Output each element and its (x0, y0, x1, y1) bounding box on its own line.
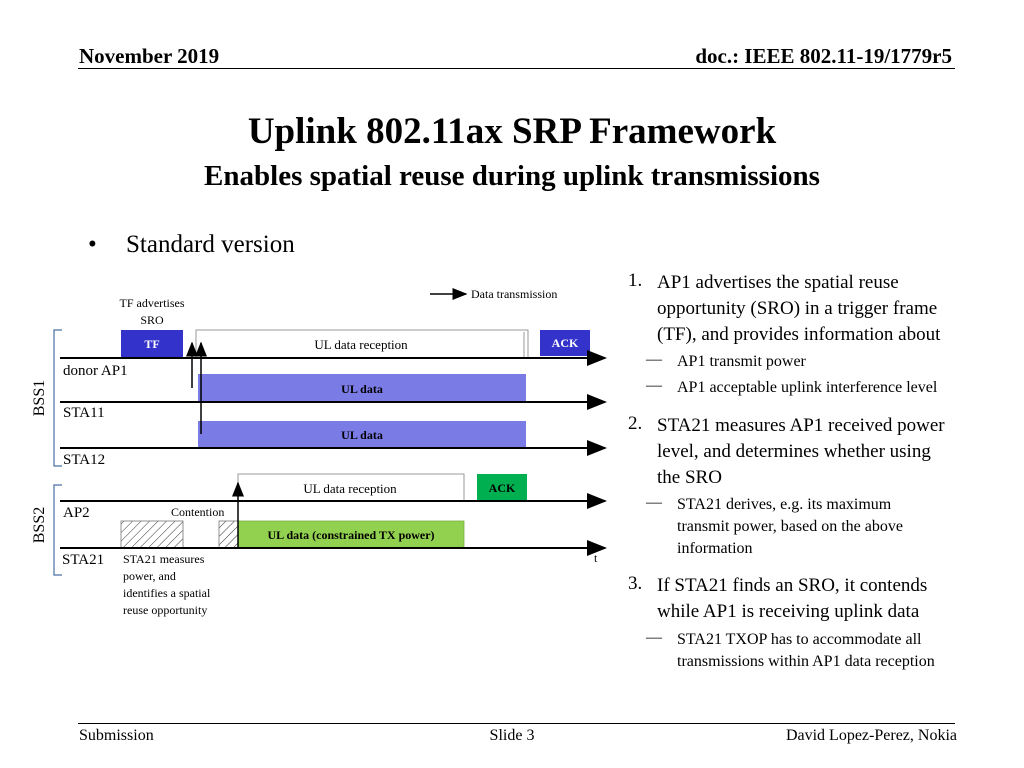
slide-title: Uplink 802.11ax SRP Framework (247, 111, 777, 152)
sta21-note-line4: reuse opportunity (123, 603, 207, 617)
header-doc-id: doc.: IEEE 802.11-19/1779r5 (695, 44, 952, 68)
footer-author: David Lopez-Perez, Nokia (785, 727, 957, 744)
ul-data-reception-box-2 (237, 473, 465, 502)
contention-backoff-2 (218, 520, 239, 549)
contention-label: Contention (171, 505, 224, 519)
ul-data-reception-label-2: UL data reception (303, 481, 397, 496)
step-1-sub-2-text: AP1 acceptable uplink interference level (677, 379, 938, 396)
row-label-sta12: STA12 (63, 452, 105, 468)
row-label-ap2: AP2 (63, 505, 90, 521)
step-1-number: 1. (628, 270, 643, 291)
footer-submission: Submission (79, 727, 154, 744)
step-2-sub-1-line-1: STA21 derives, e.g. its maximum (677, 496, 892, 513)
bss1-bracket (53, 329, 62, 467)
step-1-line-1: AP1 advertises the spatial reuse (657, 272, 899, 293)
ul-data-constrained-bar (237, 520, 465, 549)
bss2-label: BSS2 (31, 507, 48, 543)
row-label-sta11: STA11 (63, 405, 105, 421)
tf-note-line2: SRO (140, 313, 164, 327)
step-3-sub-1-line-1: STA21 TXOP has to accommodate all (677, 631, 922, 648)
tf-frame-label: TF (144, 337, 159, 351)
row-label-donor-ap1: donor AP1 (63, 363, 128, 379)
tf-frame (121, 330, 183, 358)
bullet-marker: • (88, 231, 97, 258)
ack-frame-2 (477, 474, 527, 501)
sta21-note-line1: STA21 measures (123, 552, 205, 566)
footer-rule (78, 723, 955, 724)
sta21-note-line3: identifies a spatial (123, 586, 211, 600)
step-1-sub-1-dash: — (646, 351, 662, 368)
step-1-line-2: opportunity (SRO) in a trigger frame (657, 298, 938, 319)
step-1-line-3: (TF), and provides information about (657, 324, 941, 345)
bss2-bracket (53, 484, 62, 576)
step-2-sub-1-line-2: transmit power, based on the above (677, 518, 903, 535)
ul-data-reception-label-1: UL data reception (314, 337, 408, 352)
step-2-line-3: the SRO (657, 467, 722, 488)
step-3-number: 3. (628, 573, 643, 594)
bullet-text: Standard version (126, 231, 295, 258)
ack-frame-label-2: ACK (489, 481, 516, 495)
ul-data-label-sta12: UL data (341, 428, 383, 442)
ul-data-constrained-label: UL data (constrained TX power) (267, 528, 434, 542)
timing-diagram: Data transmission TF advertises SRO BSS1… (31, 287, 607, 617)
steps-list: 1. AP1 advertises the spatial reuse oppo… (622, 270, 992, 680)
step-3-line-2: while AP1 is receiving uplink data (657, 601, 920, 622)
contention-backoff-1 (120, 520, 184, 549)
step-1-sub-1-text: AP1 transmit power (677, 353, 806, 370)
ack-frame-1 (540, 330, 590, 356)
ack-frame-label-1: ACK (552, 336, 579, 350)
tf-note-line1: TF advertises (120, 296, 185, 310)
step-3-line-1: If STA21 finds an SRO, it contends (657, 575, 928, 596)
step-2-line-1: STA21 measures AP1 received power (657, 415, 945, 436)
step-3-sub-1-dash: — (646, 629, 662, 646)
ul-data-reception-box-1 (195, 329, 529, 359)
ul-data-bar-sta11 (198, 374, 526, 402)
header-date: November 2019 (79, 44, 220, 68)
slide-subtitle: Enables spatial reuse during uplink tran… (204, 160, 820, 192)
step-3-sub-1-line-2: transmissions within AP1 data reception (677, 653, 935, 670)
time-axis-label: t (594, 551, 598, 565)
header-rule (78, 68, 955, 69)
step-2-number: 2. (628, 413, 643, 434)
ul-data-label-sta11: UL data (341, 382, 383, 396)
step-2-line-2: level, and determines whether using (657, 441, 931, 462)
ul-data-bar-sta12 (198, 421, 526, 448)
bss1-label: BSS1 (31, 380, 48, 416)
sta21-note-line2: power, and (123, 569, 176, 583)
footer-slide-number: Slide 3 (489, 727, 535, 744)
step-2-sub-1-line-3: information (677, 540, 753, 557)
legend-label: Data transmission (471, 287, 557, 301)
step-1-sub-2-dash: — (646, 377, 662, 394)
step-2-sub-1-dash: — (646, 494, 662, 511)
row-label-sta21: STA21 (62, 552, 104, 568)
